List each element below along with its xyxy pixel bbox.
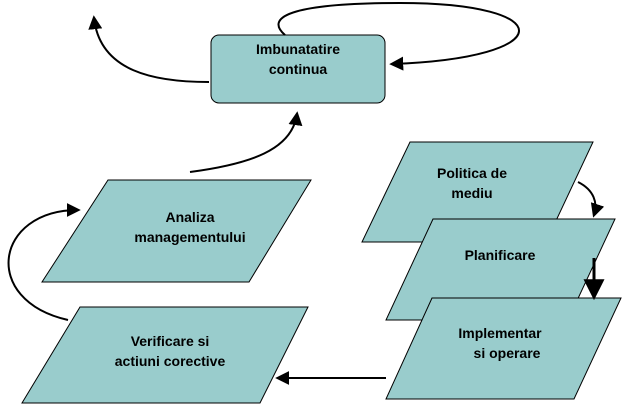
check-to-review-arrow	[7, 203, 81, 321]
policy-label: Politica de mediu	[402, 163, 542, 203]
implementation-label-line2: si operare	[473, 345, 541, 361]
policy-label-line2: mediu	[451, 185, 493, 201]
check-parallelogram	[21, 306, 309, 404]
top-loop-arrow	[277, 1, 520, 71]
improvement-label-line1: Imbunatatire	[255, 41, 340, 57]
check-label-line2: actiuni corective	[114, 353, 226, 369]
check-label: Verificare si actiuni corective	[90, 331, 250, 371]
policy-to-planning-arrow	[577, 181, 605, 218]
review-to-improvement-arrow	[189, 111, 303, 173]
review-label-line2: managementului	[134, 229, 246, 245]
planning-label-line1: Planificare	[464, 247, 536, 263]
policy-label-line1: Politica de	[436, 165, 508, 181]
implementation-label-line1: Implementar	[458, 325, 542, 341]
exit-arrow	[88, 15, 210, 83]
review-label: Analiza managementului	[105, 207, 275, 247]
implementation-parallelogram	[385, 297, 622, 400]
planning-label: Planificare	[430, 245, 570, 265]
review-label-line1: Analiza	[165, 209, 215, 225]
implementation-label: Implementar si operare	[425, 323, 575, 363]
improvement-label: Imbunatatire continua	[211, 39, 385, 79]
review-parallelogram	[41, 179, 312, 283]
check-label-line1: Verificare si	[130, 333, 210, 349]
improvement-box	[210, 34, 386, 104]
improvement-label-line2: continua	[268, 61, 328, 77]
